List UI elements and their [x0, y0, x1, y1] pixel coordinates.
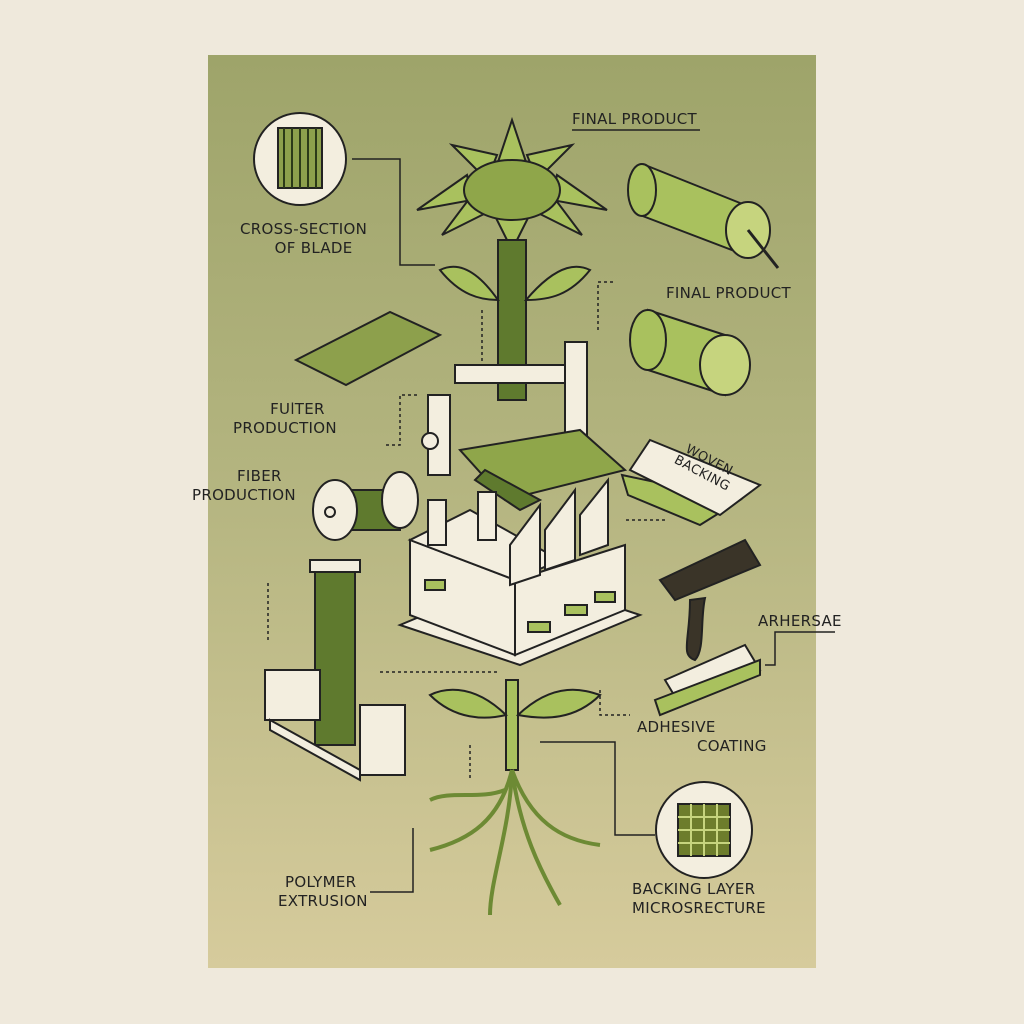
label-line: BACKING LAYER — [632, 880, 756, 898]
factory-icon — [397, 477, 643, 667]
label-line: CROSS-SECTION — [240, 220, 368, 238]
extruder-machine-icon — [264, 559, 406, 782]
label-line: FUlTER — [270, 400, 325, 418]
label-line: OF BLADE — [274, 239, 353, 257]
fiber-spool-icon — [312, 471, 419, 541]
label-final-product-mid: FINAL PRODUCT — [666, 284, 791, 302]
tufting-machine-icon — [421, 341, 628, 512]
label-line: ADHESIVE — [637, 718, 716, 736]
woven-backing-icon — [620, 438, 763, 527]
plant-roots-icon — [428, 679, 602, 916]
backing-microstructure-icon — [655, 781, 753, 879]
label-line: COATING — [697, 737, 767, 755]
label-line: PRODUCTION — [192, 486, 296, 504]
turf-roll-top-icon — [627, 163, 780, 269]
fiber-strip-icon — [293, 310, 443, 387]
adhesive-roller-icon — [653, 538, 762, 717]
label-line: POLYMER — [285, 873, 357, 891]
label-line: EXTRUSION — [278, 892, 368, 910]
label-final-product-top: FINAL PRODUCT — [572, 110, 697, 128]
label-arhersae: ARHERSAE — [758, 612, 842, 630]
label-line: FIBER — [237, 467, 282, 485]
turf-roll-mid-icon — [629, 308, 751, 397]
blade-cross-section-icon — [253, 112, 347, 206]
label-line: MICROSRECTURE — [632, 899, 766, 917]
connector-lines — [267, 129, 835, 893]
label-line: PRODUCTION — [233, 419, 337, 437]
